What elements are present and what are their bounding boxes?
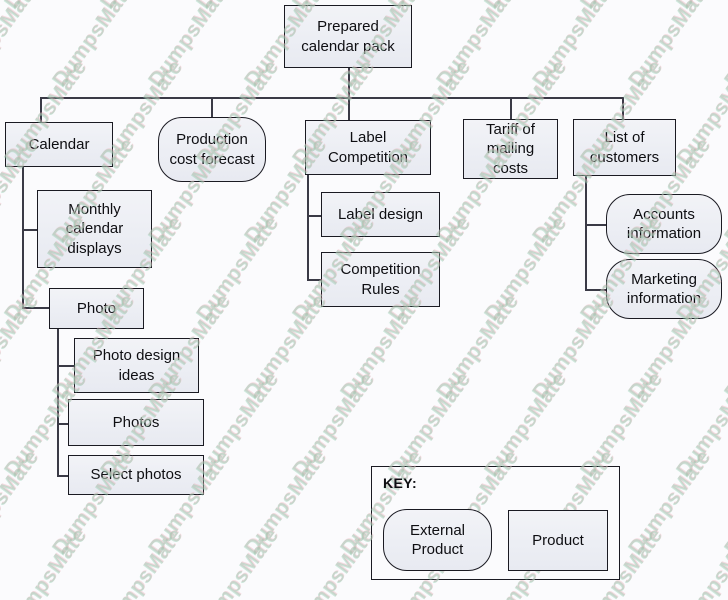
connector-stub-label-design <box>307 215 321 217</box>
watermark-text: DumpsMate <box>144 0 236 92</box>
connector-stub-accounts-information <box>585 224 606 226</box>
watermark-text: DumpsMate <box>384 368 476 482</box>
connector-spine-calendar <box>22 166 24 308</box>
node-monthly-calendar-displays[interactable]: Monthly calendar displays <box>37 190 152 268</box>
node-photo-design-ideas[interactable]: Photo design ideas <box>74 338 199 393</box>
watermark-text: DumpsMate <box>720 290 728 404</box>
connector-stub-photo <box>22 307 49 309</box>
watermark-text: DumpsMate <box>624 446 716 560</box>
watermark-text: DumpsMate <box>624 0 716 92</box>
connector-drop-label-competition <box>348 97 350 121</box>
node-label: Calendar <box>28 135 90 153</box>
node-label: Photo design ideas <box>92 347 181 384</box>
node-label: Production cost forecast <box>169 131 255 168</box>
connector-drop-list-of-customers <box>622 97 624 119</box>
node-label-competition[interactable]: Label Competition <box>305 120 431 175</box>
node-label: Marketing information <box>626 270 702 307</box>
connector-drop-calendar <box>40 97 42 122</box>
watermark-text: DumpsMate <box>480 212 572 326</box>
node-production-cost-forecast[interactable]: Production cost forecast <box>158 117 266 182</box>
watermark-text: DumpsMate <box>240 290 332 404</box>
watermark-text: DumpsMate <box>0 446 44 560</box>
watermark-text: DumpsMate <box>0 0 44 92</box>
connector-stub-photo-design-ideas <box>57 365 74 367</box>
watermark-text: DumpsMate <box>336 290 428 404</box>
connector-drop-tariff <box>510 97 512 119</box>
key-product-label: Product <box>532 531 584 549</box>
key-external-product-label: External Product <box>409 521 466 558</box>
connector-stub-select-photos <box>57 475 68 477</box>
watermark-text: DumpsMate <box>672 56 728 170</box>
node-label: Competition Rules <box>340 261 421 298</box>
node-label: Label Competition <box>327 129 409 166</box>
connector-stub-monthly-calendar-displays <box>22 229 37 231</box>
node-label: Accounts information <box>626 205 702 242</box>
watermark-text: DumpsMate <box>720 0 728 92</box>
node-label: Monthly calendar displays <box>65 201 124 257</box>
node-photo[interactable]: Photo <box>49 288 144 329</box>
connector-drop-production-cost-forecast <box>211 97 213 118</box>
watermark-text: DumpsMate <box>192 368 284 482</box>
watermark-text: DumpsMate <box>192 0 284 14</box>
node-label: Prepared calendar pack <box>301 18 395 55</box>
watermark-text: DumpsMate <box>528 0 620 92</box>
connector-level2-bus <box>40 97 623 99</box>
connector-spine-label-competition <box>307 175 309 279</box>
connector-stub-photos <box>57 423 68 425</box>
node-label: List of customers <box>589 129 660 166</box>
watermark-text: DumpsMate <box>432 0 524 92</box>
connector-stub-marketing-information <box>585 289 606 291</box>
watermark-text: DumpsMate <box>288 368 380 482</box>
watermark-text: DumpsMate <box>672 0 728 14</box>
node-calendar[interactable]: Calendar <box>5 122 113 167</box>
watermark-text: DumpsMate <box>0 0 92 14</box>
watermark-text: DumpsMate <box>672 368 728 482</box>
watermark-text: DumpsMate <box>0 524 92 600</box>
connector-root-stem <box>348 68 350 97</box>
node-list-of-customers[interactable]: List of customers <box>573 119 676 176</box>
connector-spine-photo <box>57 329 59 475</box>
watermark-text: DumpsMate <box>288 524 380 600</box>
node-label: Select photos <box>90 466 182 484</box>
node-label: Photos <box>112 413 160 431</box>
watermark-text: DumpsMate <box>192 524 284 600</box>
watermark-text: DumpsMate <box>576 368 668 482</box>
key-title: KEY: <box>383 475 418 491</box>
watermark-text: DumpsMate <box>528 290 620 404</box>
watermark-text: DumpsMate <box>672 524 728 600</box>
watermark-text: DumpsMate <box>96 524 188 600</box>
node-label: Label design <box>337 205 424 223</box>
node-label: Tariff of mailing costs <box>486 121 535 177</box>
node-marketing-information[interactable]: Marketing information <box>606 259 722 319</box>
watermark-text: DumpsMate <box>96 0 188 14</box>
watermark-text: DumpsMate <box>720 446 728 560</box>
connector-spine-list-of-customers <box>585 176 587 289</box>
connector-stub-competition-rules <box>307 279 321 281</box>
watermark-text: DumpsMate <box>432 290 524 404</box>
watermark-text: DumpsMate <box>576 0 668 14</box>
watermark-text: DumpsMate <box>48 0 140 92</box>
node-select-photos[interactable]: Select photos <box>68 455 204 495</box>
key-product-sample: Product <box>508 510 608 571</box>
watermark-text: DumpsMate <box>480 368 572 482</box>
node-prepared-calendar-pack[interactable]: Prepared calendar pack <box>284 5 412 68</box>
node-label: Photo <box>76 299 117 317</box>
node-tariff-of-mailing-costs[interactable]: Tariff of mailing costs <box>463 119 558 179</box>
node-photos[interactable]: Photos <box>68 399 204 446</box>
node-accounts-information[interactable]: Accounts information <box>606 194 722 254</box>
key-external-product-sample: External Product <box>383 509 492 571</box>
node-label-design[interactable]: Label design <box>321 192 440 237</box>
watermark-text: DumpsMate <box>240 446 332 560</box>
watermark-text: DumpsMate <box>192 212 284 326</box>
watermark-text: DumpsMate <box>480 0 572 14</box>
node-competition-rules[interactable]: Competition Rules <box>321 252 440 307</box>
